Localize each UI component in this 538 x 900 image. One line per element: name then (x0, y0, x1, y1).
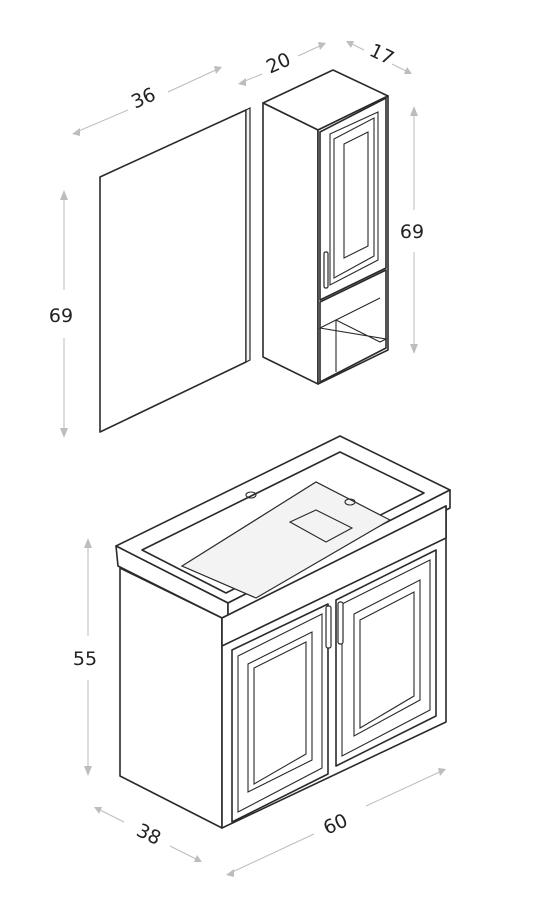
wall-cabinet (262, 69, 389, 385)
vanity-depth-label: 38 (133, 819, 164, 849)
vanity-unit (115, 435, 451, 829)
cabinet-handle (323, 251, 329, 289)
overflow-hole (344, 498, 356, 506)
vanity-height-label: 55 (73, 648, 97, 670)
vanity-width-label: 60 (320, 810, 351, 840)
dimension-lines (60, 41, 446, 877)
cabinet-width-label: 20 (263, 49, 294, 79)
cabinet-height-label: 69 (400, 221, 424, 243)
tap-hole (245, 491, 257, 499)
cabinet-door (319, 97, 387, 301)
vanity-handle-right (337, 601, 344, 645)
mirror-height-label: 69 (49, 305, 73, 327)
vanity-door-left (231, 603, 329, 823)
vanity-door-right (335, 549, 437, 767)
mirror (99, 107, 251, 433)
vanity-handle-left (325, 605, 332, 649)
mirror-width-label: 36 (128, 84, 159, 114)
cabinet-depth-label: 17 (366, 39, 397, 69)
